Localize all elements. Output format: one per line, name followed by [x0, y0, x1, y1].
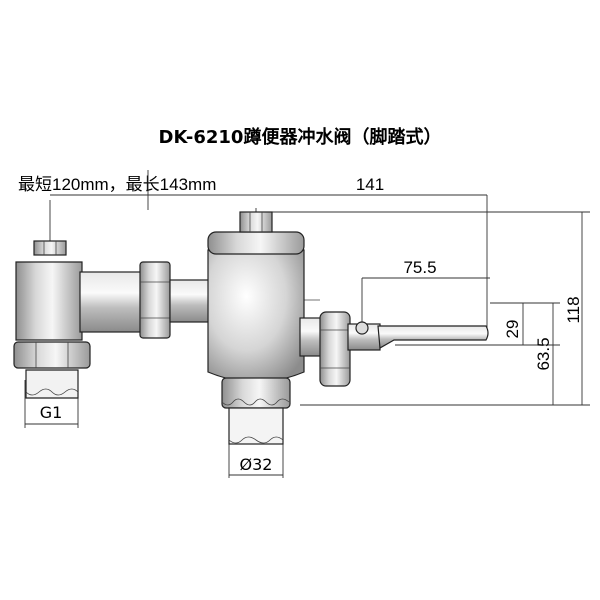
length-range-note: 最短120mm，最长143mm	[18, 175, 216, 194]
dim-overall-length: 141	[356, 175, 384, 194]
dim-pedal-length: 75.5	[403, 258, 436, 277]
dim-height-pedal: 29	[503, 320, 522, 339]
dim-height-outlet: 63.5	[534, 337, 553, 370]
dimension-lines	[20, 170, 590, 478]
dim-inlet-thread: G1	[40, 403, 63, 422]
drawing-title: DK-6210蹲便器冲水阀（脚踏式）	[159, 126, 442, 148]
dim-outlet-diameter: Ø32	[240, 455, 273, 474]
dim-height-total: 118	[564, 296, 583, 323]
valve-body	[13, 211, 489, 445]
